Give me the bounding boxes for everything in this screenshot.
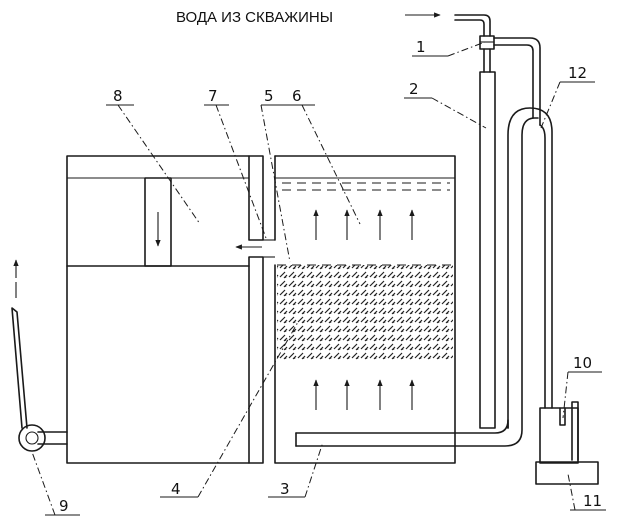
- valve-branch-pipe: [493, 37, 541, 126]
- callout-1: 1: [416, 38, 426, 56]
- aeration-loop: [507, 107, 553, 429]
- overflow-partition-lower: [248, 256, 264, 464]
- clean-water-reservoir: [66, 155, 250, 464]
- callout-8: 8: [113, 87, 123, 105]
- callout-5: 5: [264, 87, 274, 105]
- pump: [18, 424, 46, 452]
- overflow-partition-upper: [248, 155, 264, 241]
- pump-outlet-pipe: [11, 307, 28, 429]
- callout-4: 4: [171, 480, 181, 498]
- diagram-title: ВОДА ИЗ СКВАЖИНЫ: [176, 9, 333, 26]
- filter-vessel: [274, 155, 456, 464]
- callout-12: 12: [568, 64, 587, 82]
- inlet-pipe: [454, 14, 491, 37]
- callout-9: 9: [59, 497, 69, 515]
- callout-11: 11: [583, 492, 602, 510]
- callout-7: 7: [208, 87, 218, 105]
- callout-10: 10: [573, 354, 592, 372]
- tank-11: [535, 461, 599, 485]
- riser-pipe: [479, 71, 496, 429]
- callout-3: 3: [280, 480, 290, 498]
- downcomer: [144, 177, 172, 267]
- callout-6: 6: [292, 87, 302, 105]
- callout-2: 2: [409, 80, 419, 98]
- filter-media: [277, 265, 453, 360]
